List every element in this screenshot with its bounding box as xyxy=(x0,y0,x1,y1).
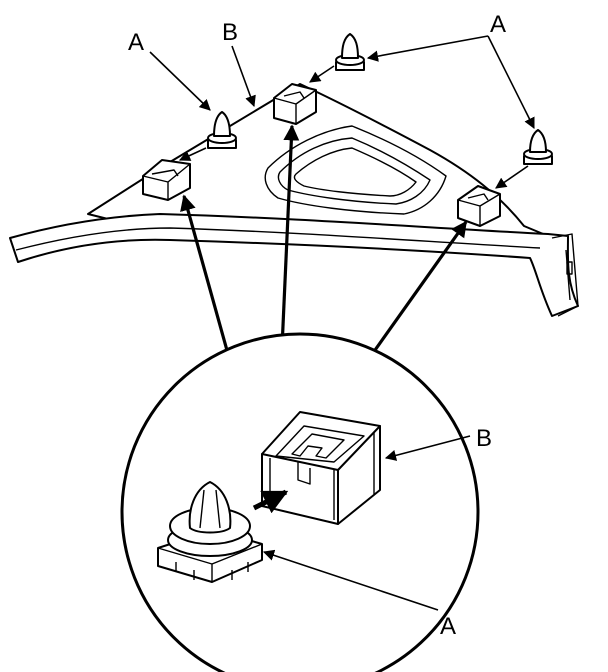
clip-fastener-right xyxy=(523,129,553,165)
clip-base-center xyxy=(273,83,317,125)
label-a-top-left: A xyxy=(128,29,144,56)
insert-arrow xyxy=(252,489,289,514)
detail-view xyxy=(120,332,480,672)
label-b-detail: B xyxy=(476,425,492,452)
clip-base-left xyxy=(142,159,191,201)
label-a-top-right: A xyxy=(490,11,506,38)
label-b-top: B xyxy=(222,19,238,46)
label-leaders xyxy=(149,35,535,130)
assembly-arrows xyxy=(178,65,529,189)
clip-base-right xyxy=(457,185,501,227)
clip-fastener-left xyxy=(207,111,237,149)
detail-callout-arrows xyxy=(180,124,468,375)
label-a-detail: A xyxy=(440,613,456,640)
detail-clip-fastener xyxy=(157,481,263,583)
clip-fastener-top xyxy=(335,33,365,71)
